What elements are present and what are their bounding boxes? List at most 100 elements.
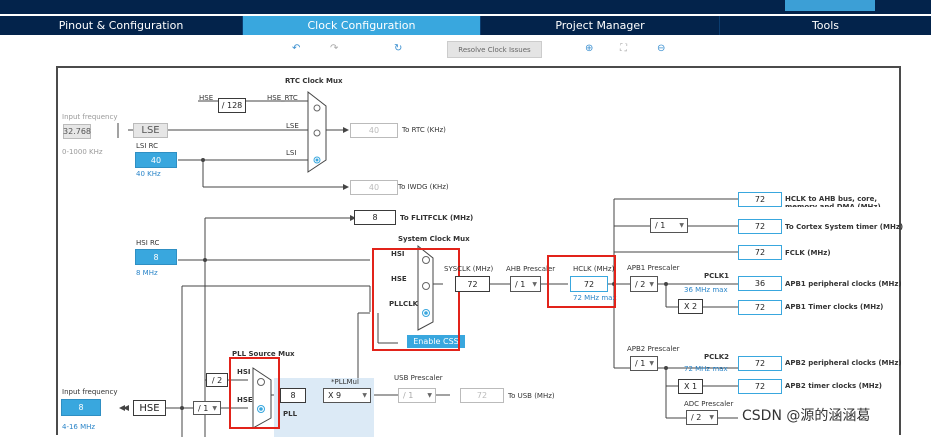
cortex-divider-select[interactable]: / 1 ▼ [650, 218, 688, 233]
apb1-prescaler-select[interactable]: / 2▼ [630, 276, 658, 292]
pllmul-label: *PLLMul [331, 378, 359, 386]
pll-label: PLL [283, 410, 298, 418]
adc-prescaler-label: ADC Prescaler [684, 400, 734, 408]
chevron-down-icon: ▼ [649, 360, 654, 367]
clock-diagram-canvas: Input frequency 32.768 0-1000 KHz LSE LS… [56, 66, 904, 437]
sysclk-label: SYSCLK (MHz) [444, 265, 494, 273]
lsi-unit-label: 40 KHz [136, 170, 161, 178]
output-fclk-label: FCLK (MHz) [785, 249, 831, 257]
pclk1-label: PCLK1 [704, 272, 730, 280]
lse-input-frequency-label: Input frequency [62, 113, 118, 121]
pll-source-mux-title: PLL Source Mux [232, 350, 295, 358]
apb2-prescaler-value: / 1 [635, 359, 646, 368]
top-bar [0, 0, 931, 14]
output-apb1-timer-label: APB1 Timer clocks (MHz) [785, 303, 884, 311]
tab-clock-configuration[interactable]: Clock Configuration [243, 16, 481, 35]
hse-divider-value: / 1 [198, 403, 209, 413]
iwdg-output-value: 40 [350, 180, 398, 195]
hclk-max-label: 72 MHz max [573, 294, 617, 302]
lse-block: LSE [133, 123, 168, 138]
adc-prescaler-select[interactable]: / 2 ▼ [686, 410, 718, 425]
iwdg-output-label: To IWDG (KHz) [398, 183, 449, 191]
usb-output-value: 72 [460, 388, 504, 403]
lse-input-frequency-field[interactable]: 32.768 [63, 124, 91, 139]
hse-range-label: 4-16 MHz [62, 423, 96, 431]
hsi-rc-label: HSI RC [136, 239, 160, 247]
resolve-clock-issues-button[interactable]: Resolve Clock Issues [447, 41, 542, 58]
rtc-output-label: To RTC (KHz) [402, 126, 446, 134]
apb2-max-label: 72 MHz max [684, 365, 728, 373]
chevron-down-icon: ▼ [532, 280, 537, 288]
output-apb2-timer-value[interactable]: 72 [738, 379, 782, 394]
pll-hse-label: HSE [237, 396, 253, 404]
chevron-down-icon: ▼ [427, 392, 432, 399]
hsi-unit-label: 8 MHz [136, 269, 158, 277]
apb2-timer-multiplier: X 1 [678, 379, 703, 394]
apb2-prescaler-select[interactable]: / 1▼ [630, 356, 658, 371]
pll-hsi-label: HSI [237, 368, 251, 376]
hclk-value[interactable]: 72 [570, 276, 608, 292]
main-tabs: Pinout & Configuration Clock Configurati… [0, 16, 931, 35]
rtc-output-value: 40 [350, 123, 398, 138]
output-apb1-timer-value[interactable]: 72 [738, 300, 782, 315]
adc-prescaler-value: / 2 [691, 413, 702, 422]
apb1-prescaler-label: APB1 Prescaler [627, 264, 680, 272]
output-cortex-label: To Cortex System timer (MHz) [785, 223, 904, 231]
lsi-rc-label: LSI RC [136, 142, 159, 150]
cortex-divider-value: / 1 [655, 221, 666, 230]
usb-prescaler-select[interactable]: / 1 ▼ [398, 388, 436, 403]
flitfclk-label: To FLITFCLK (MHz) [400, 214, 474, 222]
usb-prescaler-value: / 1 [403, 391, 414, 400]
hse-block: HSE [133, 400, 166, 416]
hse-input-frequency-field[interactable]: 8 [61, 399, 101, 416]
chevron-down-icon: ▼ [362, 392, 367, 399]
pll-source-mux-highlight [229, 357, 280, 429]
output-apb2-timer-label: APB2 timer clocks (MHz) [785, 382, 882, 390]
sysclk-value: 72 [455, 276, 490, 292]
chevron-down-icon: ▼ [212, 404, 217, 412]
pllmul-select[interactable]: X 9 ▼ [323, 388, 371, 403]
rtc-lse-label: LSE [286, 122, 299, 130]
zoom-out-icon[interactable]: ⊖ [657, 43, 666, 54]
sysmux-pllclk-label: PLLCLK [389, 300, 419, 308]
apb1-timer-multiplier: X 2 [678, 299, 703, 314]
output-apb1-peripheral-value[interactable]: 36 [738, 276, 782, 291]
sysmux-hsi-label: HSI [391, 250, 405, 258]
lse-range-label: 0-1000 KHz [62, 148, 103, 156]
tab-pinout-configuration[interactable]: Pinout & Configuration [0, 16, 243, 35]
tab-tools[interactable]: Tools [720, 16, 931, 35]
ahb-prescaler-select[interactable]: / 1▼ [510, 276, 541, 292]
pll-hsi-divider: / 2 [206, 373, 228, 387]
refresh-icon[interactable]: ↻ [394, 43, 403, 54]
system-clock-mux-highlight [372, 248, 460, 351]
usb-output-label: To USB (MHz) [508, 392, 555, 400]
ahb-prescaler-label: AHB Prescaler [506, 265, 556, 273]
hclk-highlight [547, 255, 616, 308]
flitfclk-value: 8 [354, 210, 396, 225]
apb1-prescaler-value: / 2 [635, 279, 646, 289]
output-fclk-value[interactable]: 72 [738, 245, 782, 260]
zoom-in-icon[interactable]: ⊕ [585, 43, 594, 54]
hse-input-frequency-label: Input frequency [62, 388, 118, 396]
chevron-down-icon: ▼ [709, 414, 714, 421]
rtc-hse-divider: / 128 [218, 98, 246, 113]
rtc-hse-label: HSE [199, 94, 214, 102]
undo-icon[interactable]: ↶ [292, 43, 301, 54]
watermark: CSDN @源的涵涵葛 [740, 405, 873, 425]
fit-screen-icon[interactable]: ⛶ [620, 43, 627, 54]
redo-icon[interactable]: ↷ [330, 43, 339, 54]
enable-css-button[interactable]: Enable CSS [407, 335, 465, 348]
tab-project-manager[interactable]: Project Manager [481, 16, 720, 35]
output-cortex-value[interactable]: 72 [738, 219, 782, 234]
lsi-rc-value: 40 [135, 152, 177, 168]
output-apb2-peripheral-value[interactable]: 72 [738, 356, 782, 371]
chevron-down-icon: ▼ [679, 222, 684, 229]
hse-divider-select[interactable]: / 1▼ [193, 401, 221, 415]
output-hclk-value[interactable]: 72 [738, 192, 782, 207]
system-clock-mux-title: System Clock Mux [398, 235, 470, 243]
hclk-label: HCLK (MHz) [573, 265, 615, 273]
pllmul-value: X 9 [328, 391, 342, 400]
rtc-hse-rtc-label: HSE_RTC [267, 94, 298, 102]
output-apb1-peripheral-label: APB1 peripheral clocks (MHz) [785, 280, 902, 288]
output-hclk-label: HCLK to AHB bus, core, memory and DMA (M… [785, 195, 881, 207]
